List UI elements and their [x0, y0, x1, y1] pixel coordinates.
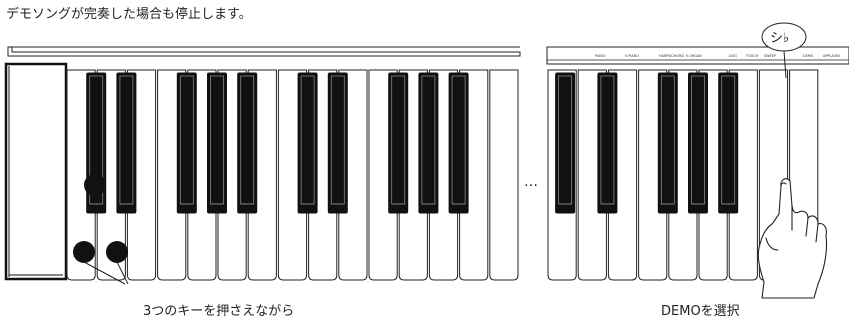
panel-button-label: SWEEP [764, 54, 776, 58]
keyboard-end-block [4, 62, 68, 281]
left-keyboard [4, 46, 521, 281]
pointer-line [116, 261, 129, 285]
panel-button-label: DEMO [803, 54, 814, 58]
panel-button-label: APPLAUSE [823, 54, 840, 58]
panel-button-label: DOG [729, 54, 737, 58]
black-key [297, 72, 318, 214]
pressed-key-dot [73, 241, 95, 263]
omitted-keys-ellipsis: … [524, 174, 539, 190]
panel-button-label: E.ORGAN [686, 54, 702, 58]
black-key [418, 72, 439, 214]
white-key [489, 69, 519, 281]
black-key [448, 72, 469, 214]
right-caption: DEMOを選択 [661, 304, 740, 319]
black-key [116, 72, 137, 214]
panel-button-label: HARPSICHORD [659, 54, 684, 58]
black-key [555, 72, 576, 214]
black-key [388, 72, 409, 214]
black-key [597, 72, 618, 214]
left-caption: 3つのキーを押さえながら [143, 304, 295, 319]
black-key [718, 72, 739, 214]
black-key [237, 72, 258, 214]
pressed-key-dot [106, 241, 128, 263]
black-key [207, 72, 227, 214]
black-key [688, 72, 708, 214]
black-key [176, 72, 197, 214]
panel-button-label: E.PIANO [625, 54, 639, 58]
black-key [657, 72, 678, 214]
instruction-text: デモソングが完奏した場合も停止します。 [6, 7, 252, 22]
pressed-key-dot [84, 174, 106, 196]
black-key [327, 72, 348, 214]
note-label: シ♭ [770, 31, 790, 46]
panel-button-label: PIANO [595, 54, 606, 58]
pointer-line [83, 261, 126, 285]
panel-button-label: TOUCH [745, 54, 759, 58]
pressing-hand [757, 178, 828, 299]
